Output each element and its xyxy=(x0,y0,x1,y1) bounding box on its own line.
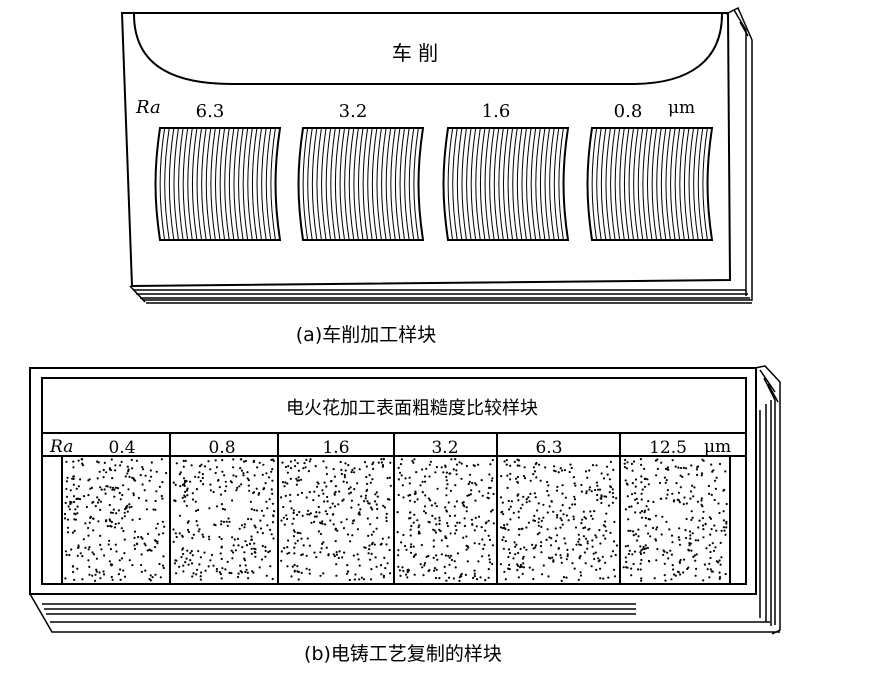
panel-b-value-labels: 0.4 0.8 1.6 3.2 6.3 12.5 xyxy=(108,438,686,458)
panel-a-value-labels: 6.3 3.2 1.6 0.8 xyxy=(196,101,643,122)
dotted-sample xyxy=(396,458,495,583)
panel-b-value-label: 3.2 xyxy=(431,438,458,458)
panel-b-value-label: 0.8 xyxy=(208,438,235,458)
dotted-sample xyxy=(622,458,728,582)
panel-a-value-label: 1.6 xyxy=(482,101,511,122)
panel-a-value-label: 6.3 xyxy=(196,101,225,122)
turned-sample xyxy=(586,127,714,241)
panel-a-value-label: 3.2 xyxy=(339,101,368,122)
panel-b-unit-label: μm xyxy=(704,437,731,457)
caption-a: (a)车削加工样块 xyxy=(296,324,436,346)
panel-b-value-label: 6.3 xyxy=(535,438,562,458)
panel-b-outer-frame xyxy=(29,367,757,595)
turned-sample xyxy=(154,127,282,241)
dotted-sample xyxy=(499,458,619,583)
panel-a-front-face xyxy=(120,12,732,288)
panel-b-ra-label: Ra xyxy=(49,437,73,457)
panel-b-bottom-slabs xyxy=(29,593,780,633)
panel-a-block-edges xyxy=(129,6,753,304)
panel-b-samples xyxy=(61,433,731,584)
dotted-sample xyxy=(63,458,168,582)
panel-a-ra-label: Ra xyxy=(135,97,161,118)
panel-b-block-edges xyxy=(754,365,781,635)
panel-a-title-band xyxy=(133,13,723,85)
panel-b: 电火花加工表面粗糙度比较样块 Ra 0.4 0.8 1.6 3.2 6.3 12.5 μm xyxy=(29,365,781,635)
panel-a-samples xyxy=(154,127,714,241)
panel-b-value-label: 0.4 xyxy=(108,438,135,458)
panel-b-value-label: 12.5 xyxy=(649,438,687,458)
turned-sample xyxy=(297,127,425,241)
panel-a-title: 车 削 xyxy=(392,41,438,65)
panel-a-value-label: 0.8 xyxy=(614,101,643,122)
panel-a: 车 削 Ra 6.3 3.2 1.6 0.8 μm xyxy=(120,6,753,304)
panel-a-unit-label: μm xyxy=(668,98,695,118)
panel-b-value-label: 1.6 xyxy=(322,438,349,458)
dotted-sample xyxy=(172,458,276,581)
panel-b-title: 电火花加工表面粗糙度比较样块 xyxy=(286,398,538,419)
caption-b: (b)电铸工艺复制的样块 xyxy=(304,643,502,665)
dotted-sample xyxy=(280,457,392,582)
turned-sample xyxy=(442,127,570,241)
